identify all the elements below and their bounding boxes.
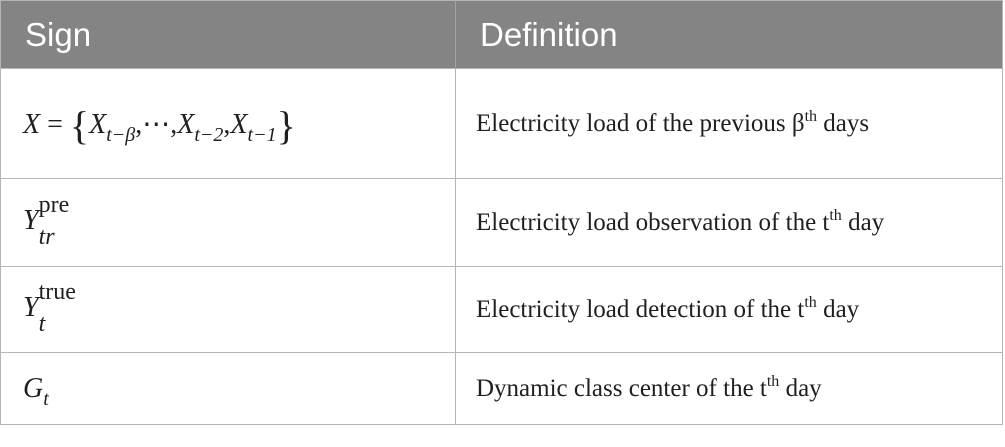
definition-text: Electricity load of the previous β	[476, 109, 805, 137]
math-symbol: Y	[23, 291, 39, 323]
sign-cell: Gt	[0, 352, 456, 425]
header-sign: Sign	[0, 0, 456, 69]
math-subscript: tr	[38, 223, 55, 250]
math-symbol: G	[23, 372, 44, 404]
math-subscript: t−2	[194, 123, 224, 146]
definition-text: Dynamic class center of the t	[476, 374, 767, 402]
math-ellipsis: ⋯	[142, 108, 171, 140]
definition-tail: days	[817, 109, 870, 137]
math-symbol: X	[230, 108, 248, 140]
sign-cell: X = {Xt−β,⋯,Xt−2,Xt−1}	[0, 68, 456, 179]
definition-cell: Dynamic class center of the tth day	[455, 352, 1003, 425]
math-superscript: pre	[38, 191, 70, 218]
table-header-row: Sign Definition	[0, 0, 1003, 69]
definition-text: Electricity load observation of the t	[476, 208, 830, 236]
definition-cell: Electricity load detection of the tth da…	[455, 266, 1003, 353]
math-symbol: X	[177, 108, 195, 140]
math-separator: ,	[170, 108, 178, 140]
definition-tail: day	[841, 208, 885, 236]
formula-x-set: X = {Xt−β,⋯,Xt−2,Xt−1}	[23, 105, 296, 146]
math-symbol: Y	[23, 204, 39, 236]
header-definition: Definition	[480, 15, 618, 53]
table-row: X = {Xt−β,⋯,Xt−2,Xt−1} Electricity load …	[0, 68, 1003, 179]
definition-tail: day	[816, 295, 860, 323]
math-brace-close: }	[276, 102, 296, 148]
math-operator: =	[40, 108, 70, 140]
definition-cell: Electricity load of the previous βth day…	[455, 68, 1003, 179]
table-row: Gt Dynamic class center of the tth day	[0, 352, 1003, 425]
definition-superscript: th	[804, 107, 818, 125]
definition-tail: day	[779, 374, 822, 402]
definition-superscript: th	[804, 293, 817, 311]
math-symbol: X	[23, 108, 41, 140]
math-brace-open: {	[69, 102, 90, 148]
definition-superscript: th	[766, 372, 780, 390]
math-subscript: t−1	[247, 123, 277, 146]
formula-g-t: Gt	[23, 372, 49, 410]
math-symbol: X	[89, 108, 107, 140]
math-subscript: t	[43, 387, 49, 410]
math-separator: ,	[223, 108, 231, 140]
math-superscript: true	[38, 278, 76, 305]
math-separator: ,	[135, 108, 143, 140]
math-subscript: t−β	[106, 123, 136, 146]
notation-table: Sign Definition X = {Xt−β,⋯,Xt−2,Xt−1} E…	[0, 0, 1003, 425]
math-subscript: t	[38, 310, 46, 337]
definition-cell: Electricity load observation of the tth …	[455, 178, 1003, 267]
definition-text: Electricity load detection of the t	[476, 295, 805, 323]
definition-superscript: th	[829, 206, 842, 224]
